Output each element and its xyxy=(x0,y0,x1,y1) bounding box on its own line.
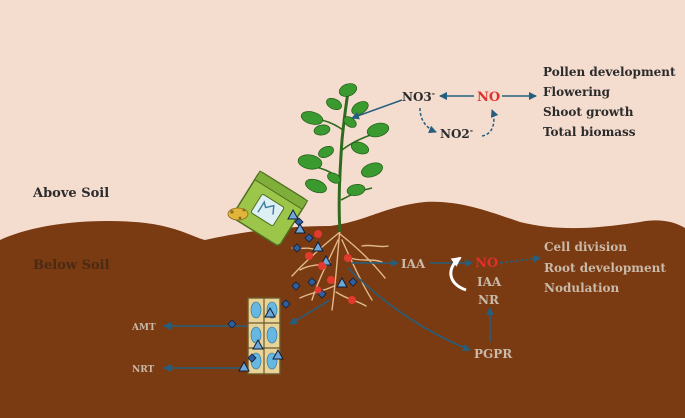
below-effect: Nodulation xyxy=(544,281,620,295)
nitric-oxide-below-label: NO xyxy=(475,256,498,271)
nitrate-label: NO3- xyxy=(402,88,435,104)
nrt-label: NRT xyxy=(132,365,155,375)
triangle-markers xyxy=(238,208,348,372)
below-effect: Cell division xyxy=(544,240,627,254)
above-effect: Flowering xyxy=(543,85,611,99)
above-effect: Shoot growth xyxy=(543,105,634,119)
above-effect: Pollen development xyxy=(543,65,676,79)
nr-label: NR xyxy=(478,293,500,307)
no-dot-markers xyxy=(305,230,356,304)
pgpr-label: PGPR xyxy=(474,347,513,361)
diamond-markers xyxy=(227,217,358,363)
soil-layer xyxy=(0,201,685,418)
nitric-oxide-above-label: NO xyxy=(477,90,500,105)
below-effect: Root development xyxy=(544,261,666,275)
iaa-stack-label: IAA xyxy=(477,275,502,289)
plant xyxy=(297,83,390,233)
nitrite-label: NO2- xyxy=(440,125,473,141)
below-soil-label: Below Soil xyxy=(33,258,110,273)
iaa-label: IAA xyxy=(401,257,426,271)
fertilizer-bag-icon xyxy=(227,170,309,246)
root-cell-grid xyxy=(247,297,281,375)
above-effect: Total biomass xyxy=(543,125,636,139)
amt-label: AMT xyxy=(131,323,156,333)
above-soil-label: Above Soil xyxy=(32,186,109,201)
root-system xyxy=(291,227,389,311)
recycle-arrow-icon xyxy=(449,256,467,292)
